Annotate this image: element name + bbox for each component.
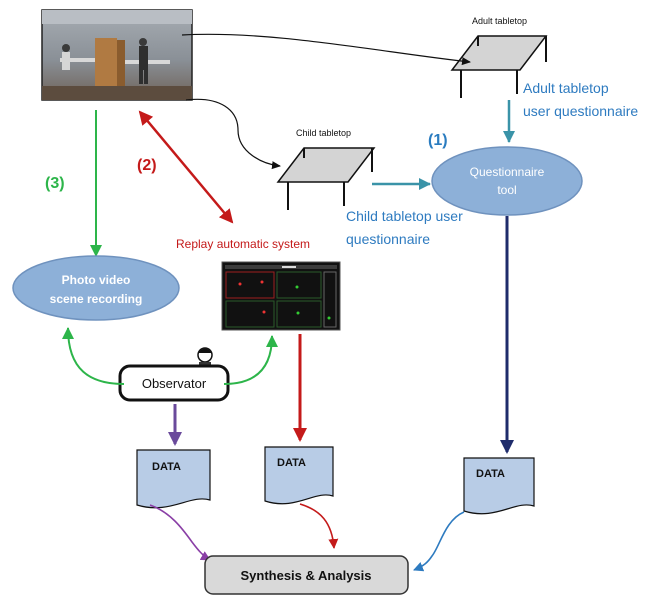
- photo-to-child-arrow: [185, 98, 281, 170]
- child-tabletop-label: Child tabletop: [296, 128, 351, 138]
- document-icon: DATA: [264, 446, 334, 505]
- synthesis-analysis-node: Synthesis & Analysis: [204, 555, 409, 595]
- questionnaire-tool-node: Questionnaire tool: [431, 146, 583, 216]
- observer-data-to-synthesis-arrow: [149, 504, 211, 561]
- replay-data-to-synthesis-arrow: [299, 503, 339, 549]
- scene-photo: [41, 9, 193, 101]
- observer-to-replay-arrow: [223, 335, 278, 385]
- synthesis-label: Synthesis & Analysis: [240, 568, 371, 583]
- photo-to-adult-arrow: [181, 33, 471, 66]
- observer-label: Observator: [142, 376, 207, 391]
- step-2-marker: (2): [137, 157, 157, 174]
- observer-to-recording-arrow: [62, 327, 125, 385]
- step-1-marker: (1): [428, 132, 448, 149]
- document-icon: DATA: [463, 457, 535, 515]
- data-label-observer: DATA: [152, 461, 181, 473]
- adult-questionnaire-line1: Adult tabletop: [523, 80, 609, 96]
- questionnaire-tool-line1: Questionnaire: [470, 165, 545, 179]
- step-3-marker: (3): [45, 175, 65, 192]
- adult-tabletop-label: Adult tabletop: [472, 16, 527, 26]
- data-label-replay: DATA: [277, 457, 306, 469]
- replay-system-label: Replay automatic system: [176, 237, 310, 251]
- data-label-questionnaire: DATA: [476, 468, 505, 480]
- questionnaire-data-to-synthesis-arrow: [413, 511, 465, 572]
- photo-video-recording-node: Photo video scene recording: [12, 255, 180, 321]
- observer-node: Observator: [118, 364, 230, 402]
- child-tabletop-icon: [276, 147, 376, 210]
- photo-video-line2: scene recording: [50, 292, 143, 306]
- adult-tabletop-icon: [450, 35, 548, 98]
- document-icon: DATA: [136, 449, 211, 509]
- adult-questionnaire-line2: user questionnaire: [523, 103, 638, 119]
- child-questionnaire-line2: questionnaire: [346, 231, 430, 247]
- questionnaire-tool-line2: tool: [497, 183, 516, 197]
- photo-video-line1: Photo video: [62, 273, 131, 287]
- photo-replay-double-arrow: [138, 110, 234, 224]
- replay-screen: [221, 261, 341, 331]
- child-questionnaire-line1: Child tabletop user: [346, 208, 463, 224]
